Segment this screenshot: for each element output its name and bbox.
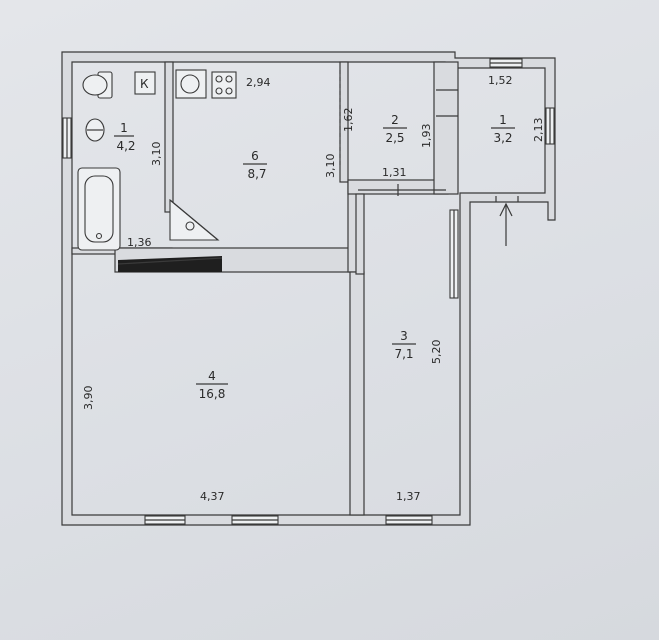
dim-r2-height: 1,93 xyxy=(420,124,433,149)
room-id-1: 1 xyxy=(499,113,507,127)
room-label-4: 4 16,8 xyxy=(196,369,228,401)
partitions xyxy=(71,61,459,516)
room-label-1: 1 3,2 xyxy=(491,113,515,145)
room-id-5: 1 xyxy=(120,121,128,135)
wall-4-3 xyxy=(349,271,365,516)
boiler-box xyxy=(134,71,156,95)
room-area-6: 8,7 xyxy=(247,167,266,181)
entry-arrow-icon xyxy=(495,196,519,246)
wall-2-1 xyxy=(433,61,459,195)
dim-r5-height: 3,10 xyxy=(150,142,163,167)
kitchen-sink-icon xyxy=(175,69,207,99)
dim-r5-bath: 1,36 xyxy=(127,236,152,249)
room-label-6: 6 8,7 xyxy=(243,149,267,181)
room-area-5: 4,2 xyxy=(116,139,135,153)
wall-5-6 xyxy=(164,61,174,213)
windows xyxy=(62,58,555,525)
toilet-icon xyxy=(82,71,113,99)
room-id-6: 6 xyxy=(251,149,259,163)
room-id-2: 2 xyxy=(391,113,399,127)
sink-icon xyxy=(85,118,105,142)
dim-r6-height: 3,10 xyxy=(324,154,337,179)
dim-r1-width: 1,52 xyxy=(488,74,513,87)
dim-r6-partition: 1,62 xyxy=(342,108,355,133)
outer-wall xyxy=(61,51,556,526)
boiler-mark: К xyxy=(140,77,149,91)
room-label-5: 1 4,2 xyxy=(114,121,136,153)
room-area-1: 3,2 xyxy=(493,131,512,145)
dim-r1-height: 2,13 xyxy=(532,118,545,143)
room-id-4: 4 xyxy=(208,369,216,383)
dim-r4-height: 3,90 xyxy=(82,386,95,411)
dim-r3-width: 1,37 xyxy=(396,490,421,503)
room-label-2: 2 2,5 xyxy=(383,113,407,145)
room-id-3: 3 xyxy=(400,329,408,343)
dim-r6-width: 2,94 xyxy=(246,76,271,89)
dim-r4-width: 4,37 xyxy=(200,490,225,503)
room-area-3: 7,1 xyxy=(394,347,413,361)
room-label-3: 3 7,1 xyxy=(392,329,416,361)
fixtures: К xyxy=(77,69,237,272)
room-area-4: 16,8 xyxy=(199,387,226,401)
wall-3-left xyxy=(355,193,365,275)
room-area-2: 2,5 xyxy=(385,131,404,145)
dim-r2-width: 1,31 xyxy=(382,166,407,179)
dimension-labels: 2,94 1,52 2,13 1,93 1,62 3,10 3,10 1,31 … xyxy=(82,74,545,503)
dim-r3-height: 5,20 xyxy=(430,340,443,365)
dimension-ticks xyxy=(358,89,458,196)
stove-icon xyxy=(211,71,237,99)
bathtub-icon xyxy=(77,167,121,251)
